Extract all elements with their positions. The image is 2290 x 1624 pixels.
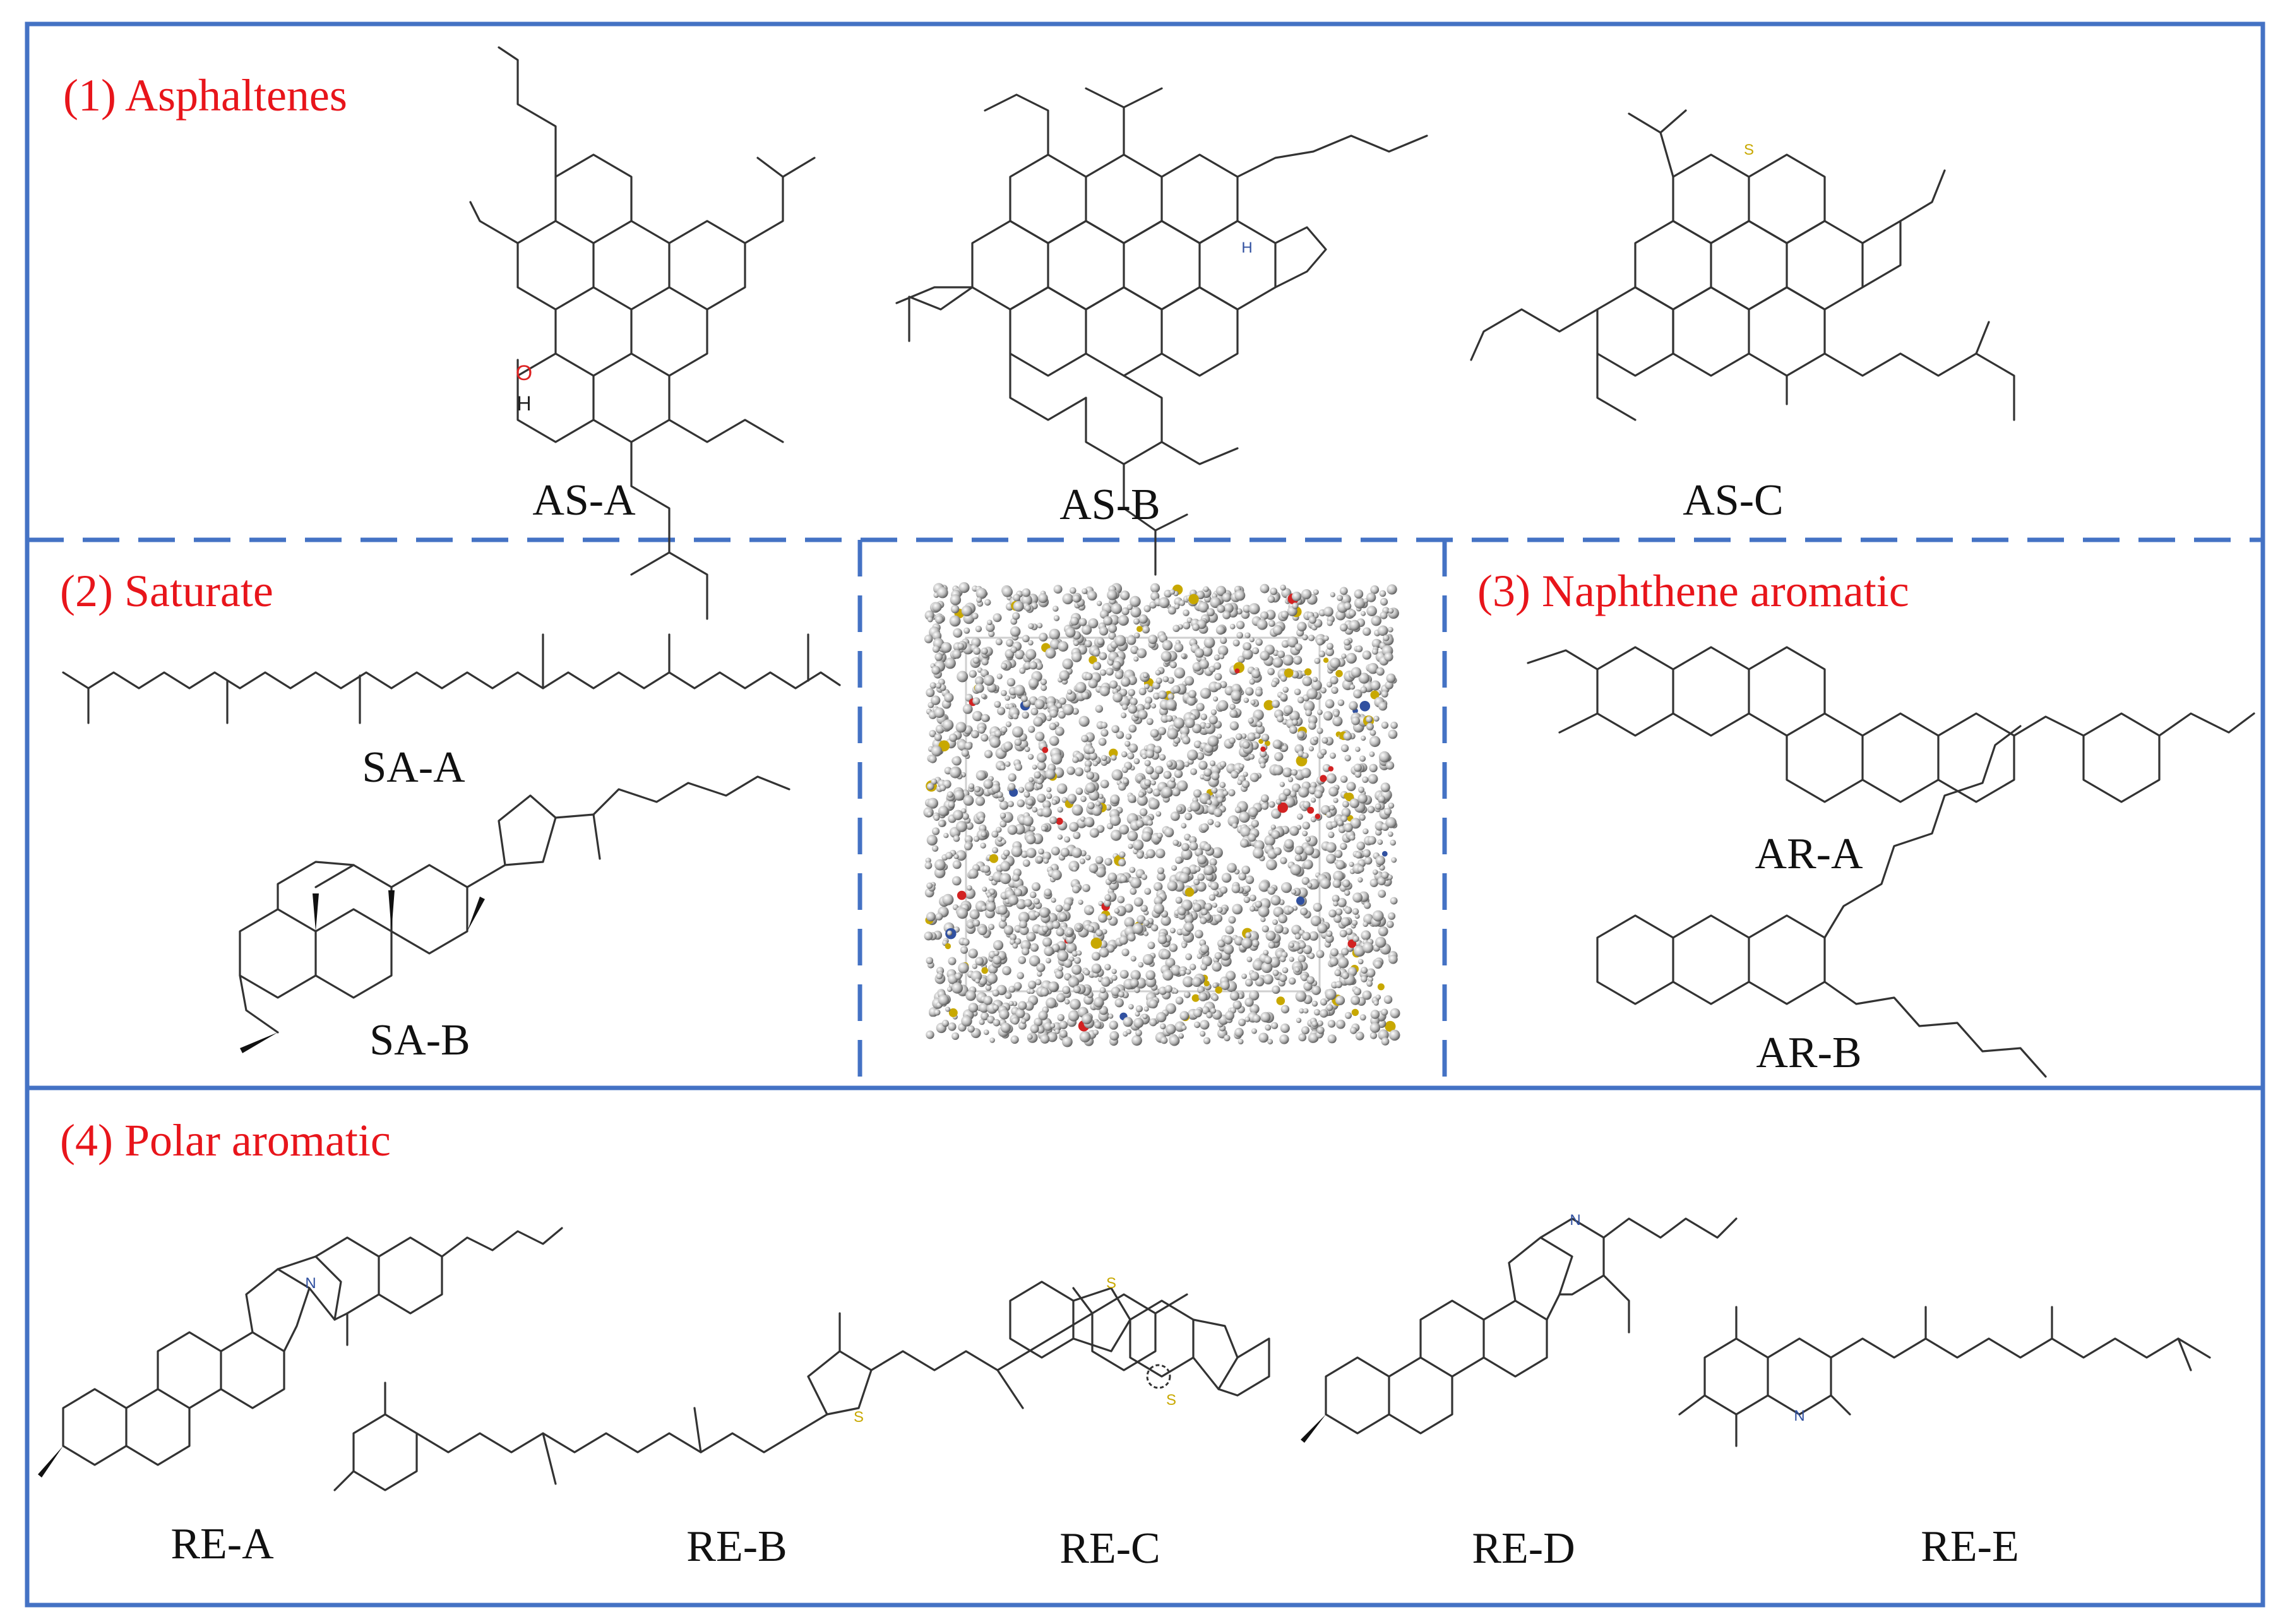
structure-re-b: S RE-B — [333, 1287, 1188, 1571]
label-sa-a: SA-A — [362, 743, 465, 792]
structure-ar-b: AR-B — [1596, 725, 2047, 1078]
label-re-b: RE-B — [686, 1522, 787, 1571]
structure-re-a: N RE-A — [38, 1227, 563, 1568]
structure-sa-b: SA-B — [239, 775, 790, 1065]
atom-sulfur-re-c-1: S — [1106, 1275, 1116, 1292]
label-re-a: RE-A — [170, 1520, 274, 1568]
structure-ar-a: AR-A — [1527, 646, 2255, 878]
label-as-a: AS-A — [532, 476, 636, 525]
atom-hydrogen-as-a: H — [516, 392, 531, 415]
structure-re-c: S S RE-C — [1009, 1275, 1270, 1573]
section-title-asphaltenes: (1) Asphaltenes — [63, 70, 347, 121]
structure-as-c: S AS-C — [1470, 109, 2015, 525]
label-re-e: RE-E — [1921, 1522, 2019, 1571]
atom-nitrogen-as-b: H — [1241, 239, 1252, 256]
atom-nitrogen-re-a: N — [305, 1275, 316, 1292]
atom-nitrogen-re-e: N — [1794, 1407, 1804, 1424]
structure-as-b: H AS-B — [895, 87, 1428, 576]
atom-sulfur-re-b: S — [854, 1409, 864, 1426]
structure-re-e: N RE-E — [1678, 1306, 2211, 1571]
atom-sulfur-as-c: S — [1744, 141, 1754, 158]
label-ar-b: AR-B — [1756, 1029, 1861, 1077]
label-as-b: AS-B — [1059, 481, 1160, 529]
structure-sa-a: SA-A — [62, 633, 841, 792]
section-title-polar-aromatic: (4) Polar aromatic — [60, 1115, 391, 1166]
label-sa-b: SA-B — [369, 1016, 470, 1065]
atom-oxygen-as-a: O — [516, 361, 532, 385]
label-re-c: RE-C — [1059, 1524, 1160, 1573]
structure-re-d: N RE-D — [1301, 1212, 1738, 1573]
section-title-naphthene-aromatic: (3) Naphthene aromatic — [1477, 566, 1909, 616]
label-ar-a: AR-A — [1755, 830, 1863, 878]
molecular-simulation-box — [923, 582, 1400, 1048]
atom-nitrogen-re-d: N — [1570, 1212, 1580, 1229]
atom-sulfur-re-c-2: S — [1166, 1392, 1176, 1409]
label-re-d: RE-D — [1472, 1524, 1575, 1573]
outer-frame — [25, 21, 2265, 1608]
structure-as-a: O H AS-A — [469, 46, 816, 620]
section-title-saturate: (2) Saturate — [60, 566, 273, 616]
label-as-c: AS-C — [1683, 476, 1783, 525]
